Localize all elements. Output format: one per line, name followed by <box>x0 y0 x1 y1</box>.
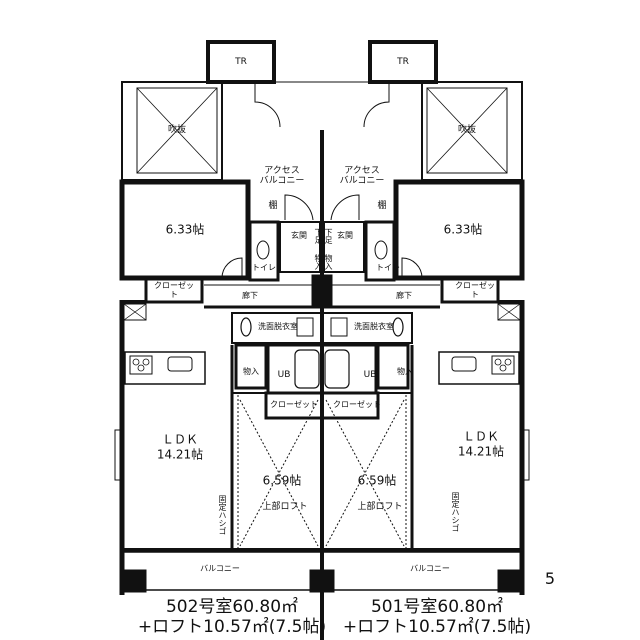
closet-label: クローゼット <box>455 281 495 299</box>
loft-closet-label: クローゼット <box>270 400 318 409</box>
loft-room-size: 6.59帖 <box>262 473 302 488</box>
shelf-label: 棚 <box>268 201 278 211</box>
shelf-label: 棚 <box>377 201 387 211</box>
storage-small-label: 物入 <box>314 254 323 270</box>
washroom-label: 洗面脱衣室 <box>354 322 394 331</box>
void-label: 吹抜 <box>167 125 187 135</box>
bath-label: UB <box>277 370 291 380</box>
hall-label: 廊下 <box>396 291 412 300</box>
access-balcony-label: アクセス バルコニー <box>259 166 305 186</box>
closet-label: クローゼット <box>154 281 194 299</box>
storage-small-label: 物入 <box>324 254 333 270</box>
ldk-label: ＬＤＫ <box>462 429 500 444</box>
hall-label: 廊下 <box>242 291 258 300</box>
storage-label: 物入 <box>243 367 259 376</box>
loft-above-label: 上部ロフト <box>262 502 308 512</box>
ldk-size: 14.21帖 <box>457 444 505 459</box>
tr-label: TR <box>397 57 409 67</box>
loft-area: +ロフト10.57㎡(7.5帖) <box>137 617 327 637</box>
entrance-label: 玄関 <box>337 231 353 240</box>
shoe-storage-label: 下足 <box>324 228 333 244</box>
balcony-label: バルコニー <box>410 564 450 573</box>
toilet-label: トイレ <box>252 263 276 272</box>
ldk-size: 14.21帖 <box>156 447 204 462</box>
loft-room-size: 6.59帖 <box>357 473 397 488</box>
storage-label: 物入 <box>397 367 413 376</box>
bedroom-size: 6.33帖 <box>443 222 483 237</box>
loft-area: +ロフト10.57㎡(7.5帖) <box>342 617 532 637</box>
page-number: 5 <box>544 569 556 588</box>
balcony-label: バルコニー <box>200 564 240 573</box>
bath-label: UB <box>363 370 377 380</box>
ladder-label: 固定ハシゴ <box>218 495 227 535</box>
shoe-storage-label: 下足 <box>314 228 323 244</box>
loft-closet-label: クローゼット <box>333 400 381 409</box>
ldk-label: ＬＤＫ <box>161 432 199 447</box>
tr-label: TR <box>235 57 247 67</box>
washroom-label: 洗面脱衣室 <box>258 322 298 331</box>
unit-area: 501号室60.80㎡ <box>370 597 504 617</box>
loft-above-label: 上部ロフト <box>357 502 403 512</box>
entrance-label: 玄関 <box>291 231 307 240</box>
void-label: 吹抜 <box>457 125 477 135</box>
access-balcony-label: アクセス バルコニー <box>339 166 385 186</box>
toilet-label: トイレ <box>376 263 400 272</box>
ladder-label: 固定ハシゴ <box>451 492 460 532</box>
unit-area: 502号室60.80㎡ <box>165 597 299 617</box>
bedroom-size: 6.33帖 <box>165 222 205 237</box>
